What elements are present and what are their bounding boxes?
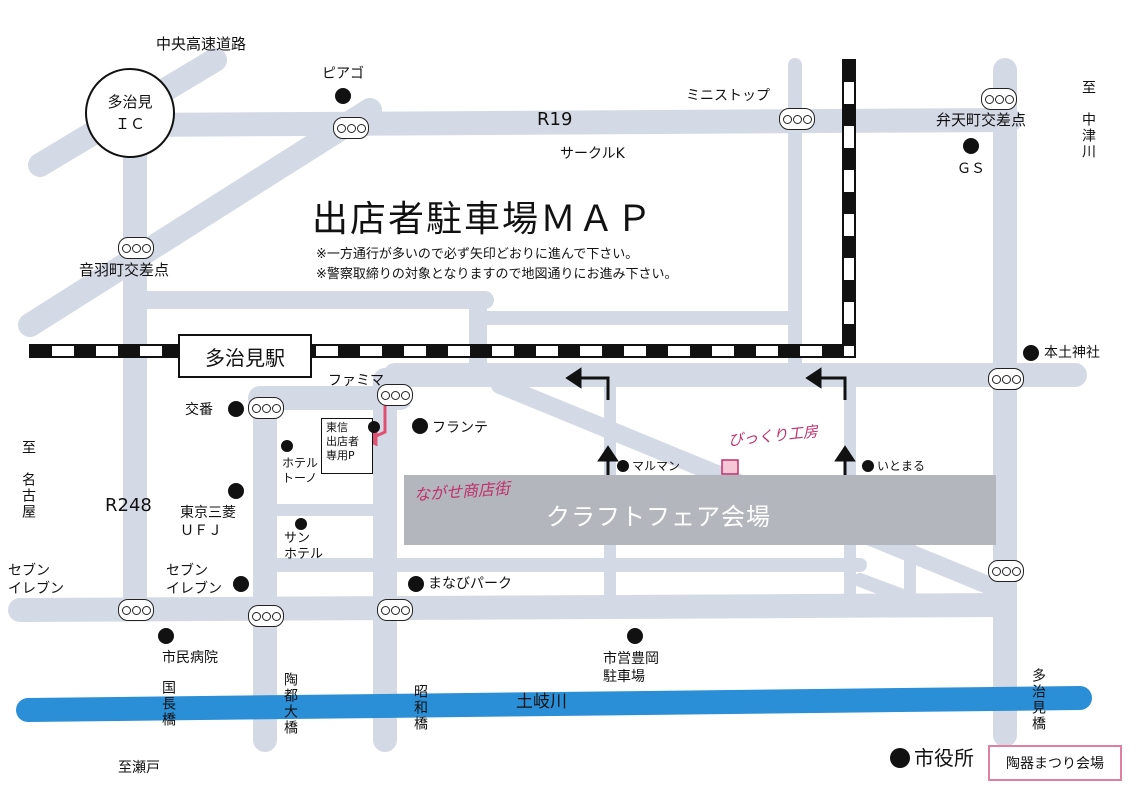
signal-icon bbox=[988, 368, 1024, 390]
toyooka-parking-marker bbox=[627, 628, 643, 644]
toshin-marker bbox=[368, 421, 380, 433]
sun-hotel-label: サン ホテル bbox=[284, 531, 324, 562]
itomaru-label: いとまる bbox=[877, 459, 926, 473]
koban-marker bbox=[228, 401, 244, 417]
sun-hotel-marker bbox=[295, 518, 307, 530]
parking-label-1: 出店者 bbox=[326, 435, 359, 448]
koban-label: 交番 bbox=[185, 402, 213, 418]
tajimi-bridge-label: 多治見橋 bbox=[1030, 668, 1046, 732]
maruman-label: マルマン bbox=[632, 459, 681, 473]
furante-label: フランテ bbox=[432, 420, 488, 436]
signal-icon bbox=[988, 560, 1024, 582]
itomaru-marker bbox=[862, 460, 874, 472]
signal-icon bbox=[118, 599, 154, 621]
route-r19-label: R19 bbox=[537, 109, 573, 130]
seven-eleven-mid-label: セブン イレブン bbox=[166, 563, 222, 597]
piago-marker bbox=[335, 88, 351, 104]
ic-name: 多治見 bbox=[107, 93, 153, 111]
furante-marker bbox=[412, 418, 428, 434]
hospital-label: 市民病院 bbox=[162, 650, 218, 666]
signal-icon bbox=[377, 599, 413, 621]
kokucho-bridge-label: 国長橋 bbox=[160, 680, 176, 728]
direction-nakatsugawa: 至 中津川 bbox=[1080, 80, 1096, 160]
mufg-label: 東京三菱 ＵＦＪ bbox=[180, 505, 236, 539]
manabi-park-marker bbox=[408, 576, 424, 592]
tajimi-station: 多治見駅 bbox=[178, 334, 312, 378]
exhibitor-parking: 東信 出店者 専用P bbox=[321, 418, 373, 474]
circlek-label: サークルK bbox=[560, 146, 625, 162]
toki-river bbox=[16, 686, 1092, 722]
road-network bbox=[8, 48, 1087, 752]
bentencho-intersection-label: 弁天町交差点 bbox=[936, 111, 1027, 129]
seven-eleven-marker bbox=[233, 576, 249, 592]
shrine-marker bbox=[1023, 345, 1039, 361]
craft-fair-label: クラフトフェア会場 bbox=[546, 503, 771, 531]
parking-label-2: 専用P bbox=[326, 449, 355, 462]
tajimi-ic-marker: 多治見 ＩＣ bbox=[85, 68, 175, 158]
famima-label: ファミマ bbox=[328, 373, 384, 389]
ministop-label: ミニストップ bbox=[686, 88, 770, 104]
ic-suffix: ＩＣ bbox=[114, 115, 145, 133]
toyooka-parking-label: 市営豊岡 駐車場 bbox=[603, 651, 659, 685]
manabi-park-label: まなびパーク bbox=[428, 576, 512, 592]
hotel-tono-label: ホテル トーノ bbox=[282, 456, 319, 485]
direction-seto: 至瀬戸 bbox=[118, 760, 160, 776]
maruman-marker bbox=[617, 460, 629, 472]
toki-river-label: 土岐川 bbox=[516, 692, 567, 712]
showa-bridge-label: 昭和橋 bbox=[412, 684, 428, 732]
direction-nagoya: 至 名古屋 bbox=[20, 440, 36, 520]
city-hall-label: 市役所 bbox=[914, 746, 974, 770]
gs-label: ＧＳ bbox=[957, 161, 985, 177]
hotel-tono-marker bbox=[281, 440, 293, 452]
map-title: 出店者駐車場ＭＡＰ bbox=[312, 199, 655, 240]
signal-icon bbox=[779, 108, 815, 130]
hospital-marker bbox=[158, 628, 174, 644]
signal-icon bbox=[377, 384, 413, 406]
otowa-intersection-label: 音羽町交差点 bbox=[79, 261, 170, 279]
city-hall-marker bbox=[890, 748, 910, 768]
gs-marker bbox=[963, 138, 979, 154]
toshin-label: 東信 bbox=[326, 421, 348, 434]
bikkuri-marker bbox=[721, 459, 739, 475]
signal-icon bbox=[118, 237, 154, 259]
piago-label: ピアゴ bbox=[322, 66, 364, 82]
seven-eleven-left-label: セブン イレブン bbox=[8, 563, 64, 597]
mufg-marker bbox=[228, 483, 244, 499]
signal-icon bbox=[248, 397, 284, 419]
craft-fair-venue bbox=[404, 475, 996, 545]
signal-icon bbox=[333, 117, 369, 139]
note-police: ※警察取締りの対象となりますので地図通りにお進み下さい。 bbox=[316, 267, 678, 282]
route-r248-label: R248 bbox=[105, 495, 152, 516]
ceramic-festival-box: 陶器まつり会場 bbox=[988, 745, 1122, 781]
expressway-label: 中央高速道路 bbox=[156, 35, 247, 53]
ceramic-festival-label: 陶器まつり会場 bbox=[1006, 756, 1104, 772]
shrine-label: 本土神社 bbox=[1044, 345, 1100, 361]
signal-icon bbox=[981, 88, 1017, 110]
totoohashi-bridge-label: 陶都大橋 bbox=[282, 672, 298, 736]
note-one-way: ※一方通行が多いので必ず矢印どおりに進んで下さい。 bbox=[316, 247, 639, 262]
signal-icon bbox=[248, 605, 284, 627]
